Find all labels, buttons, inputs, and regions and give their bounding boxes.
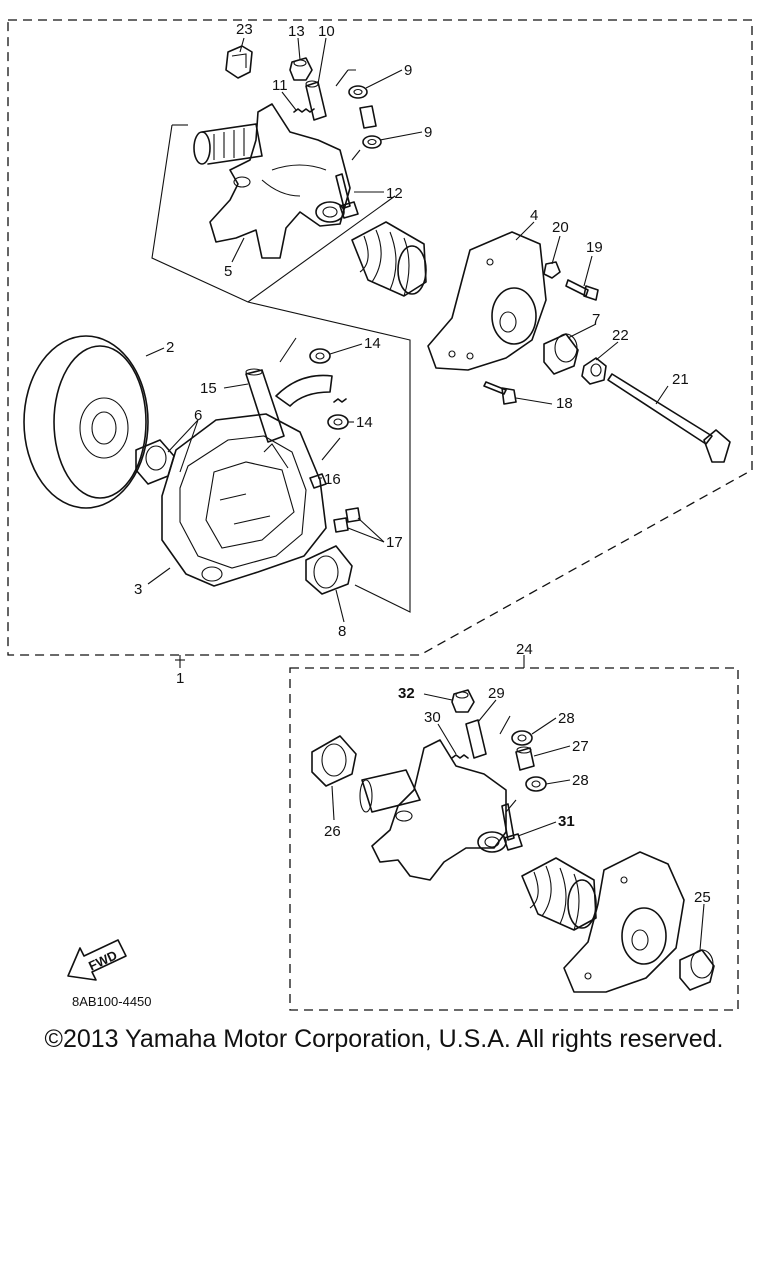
part-29-pin (465, 719, 487, 759)
callout-10: 10 (318, 23, 335, 40)
part-15-pin (245, 368, 285, 443)
callout-12: 12 (386, 185, 403, 202)
fwd-arrow-icon: FWD (67, 939, 127, 981)
part-10-pin (305, 80, 327, 121)
part-18-bolt (483, 381, 517, 405)
callout-31: 31 (558, 813, 575, 830)
fwd-label: FWD (86, 947, 119, 973)
part-30-spring (451, 754, 469, 759)
part-28-washers (499, 715, 547, 813)
part-8-bushing (305, 545, 353, 595)
callout-26: 26 (324, 823, 341, 840)
callout-11: 11 (272, 77, 288, 94)
boot-bellows-24 (521, 857, 597, 931)
callout-5: 5 (224, 263, 232, 280)
part-13-nut (289, 57, 313, 81)
callout-23: 23 (236, 21, 253, 38)
part-27-spacer (515, 746, 535, 771)
boot-bellows (351, 221, 427, 297)
callout-14b: 14 (356, 414, 373, 431)
part-31-bolt (501, 803, 523, 851)
callout-28a: 28 (558, 710, 575, 727)
callout-20: 20 (552, 219, 569, 236)
callout-16: 16 (324, 471, 341, 488)
callout-27: 27 (572, 738, 589, 755)
spider-assembly-24 (359, 739, 507, 881)
part-17-weights (333, 507, 361, 533)
part-22-collar (581, 357, 607, 385)
callout-24: 24 (516, 641, 533, 658)
part-32-nut (451, 689, 475, 713)
callout-29: 29 (488, 685, 505, 702)
part-7-bushing (543, 333, 579, 375)
part-9-washers (335, 69, 382, 161)
part-4-cover (427, 231, 547, 371)
part-23-clip (225, 45, 253, 79)
callout-2: 2 (166, 339, 174, 356)
callout-21: 21 (672, 371, 689, 388)
part-5-spider (193, 103, 351, 259)
callout-8: 8 (338, 623, 346, 640)
part-26-bushing (311, 735, 357, 787)
callout-13: 13 (288, 23, 305, 40)
callout-22: 22 (612, 327, 629, 344)
part-3-movable-sheave (161, 413, 327, 587)
callout-14a: 14 (364, 335, 381, 352)
part-20-nut (543, 261, 561, 279)
part-19-bolt (565, 279, 599, 301)
part-2-sheave (23, 335, 149, 509)
group-1-outline (7, 19, 753, 656)
callout-9b: 9 (424, 124, 432, 141)
callout-18: 18 (556, 395, 573, 412)
cover-24 (563, 851, 685, 993)
callout-9a: 9 (404, 62, 412, 79)
callout-25: 25 (694, 889, 711, 906)
callout-1: 1 (176, 670, 184, 687)
parts-diagram: FWD 8AB100-4450 (7, 19, 753, 1011)
part-16-pin (309, 473, 327, 489)
part-12-bolt (335, 173, 359, 219)
part-11-spring (293, 108, 315, 113)
callout-15: 15 (200, 380, 217, 397)
diagram-code: 8AB100-4450 (72, 994, 152, 1009)
callout-19: 19 (586, 239, 603, 256)
part-21-long-bolt (607, 373, 731, 463)
callout-17: 17 (386, 534, 403, 551)
callout-6: 6 (194, 407, 202, 424)
callout-28b: 28 (572, 772, 589, 789)
callout-30: 30 (424, 709, 441, 726)
copyright-notice: ©2013 Yamaha Motor Corporation, U.S.A. A… (44, 1025, 724, 1053)
leader-lines (145, 37, 705, 951)
part-25-bushing (679, 949, 715, 991)
group-24-outline (289, 667, 739, 1011)
callout-32: 32 (398, 685, 415, 702)
callout-4: 4 (530, 207, 538, 224)
part-14-parts (275, 337, 349, 461)
callout-3: 3 (134, 581, 142, 598)
callout-7: 7 (592, 311, 600, 328)
